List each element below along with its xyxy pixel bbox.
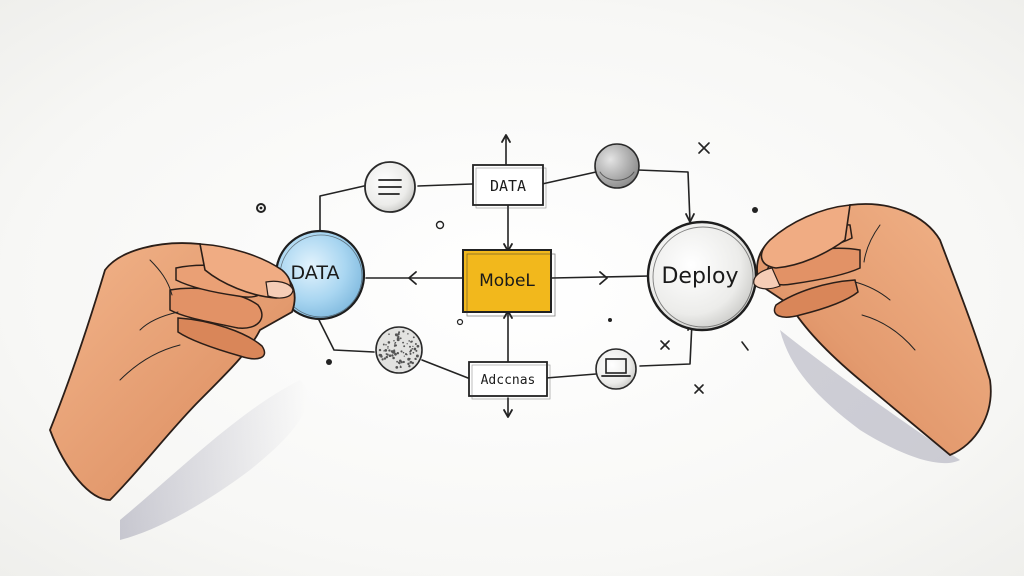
left-hand <box>49 242 296 501</box>
center-box-label: MobeL <box>479 271 535 291</box>
gray-sphere-icon <box>594 143 640 189</box>
left-hand-shadow <box>120 380 308 540</box>
center-model-box: MobeL <box>462 249 556 317</box>
right-hand-shadow <box>780 330 960 464</box>
top-box-label: DATA <box>490 177 526 195</box>
laptop-icon <box>595 348 637 390</box>
left-node-label: DATA <box>291 262 340 284</box>
right-node-label: Deploy <box>661 264 738 289</box>
dotted-sphere-icon <box>375 326 423 374</box>
right-hand <box>753 203 992 457</box>
decorative-marks <box>256 142 758 394</box>
menu-lines-icon <box>364 161 416 213</box>
bottom-box: Adccnas <box>468 361 551 400</box>
connector-lines <box>317 135 693 417</box>
right-deploy-node: Deploy <box>646 220 758 332</box>
bottom-box-label: Adccnas <box>481 373 536 388</box>
top-data-box: DATA <box>472 164 547 209</box>
